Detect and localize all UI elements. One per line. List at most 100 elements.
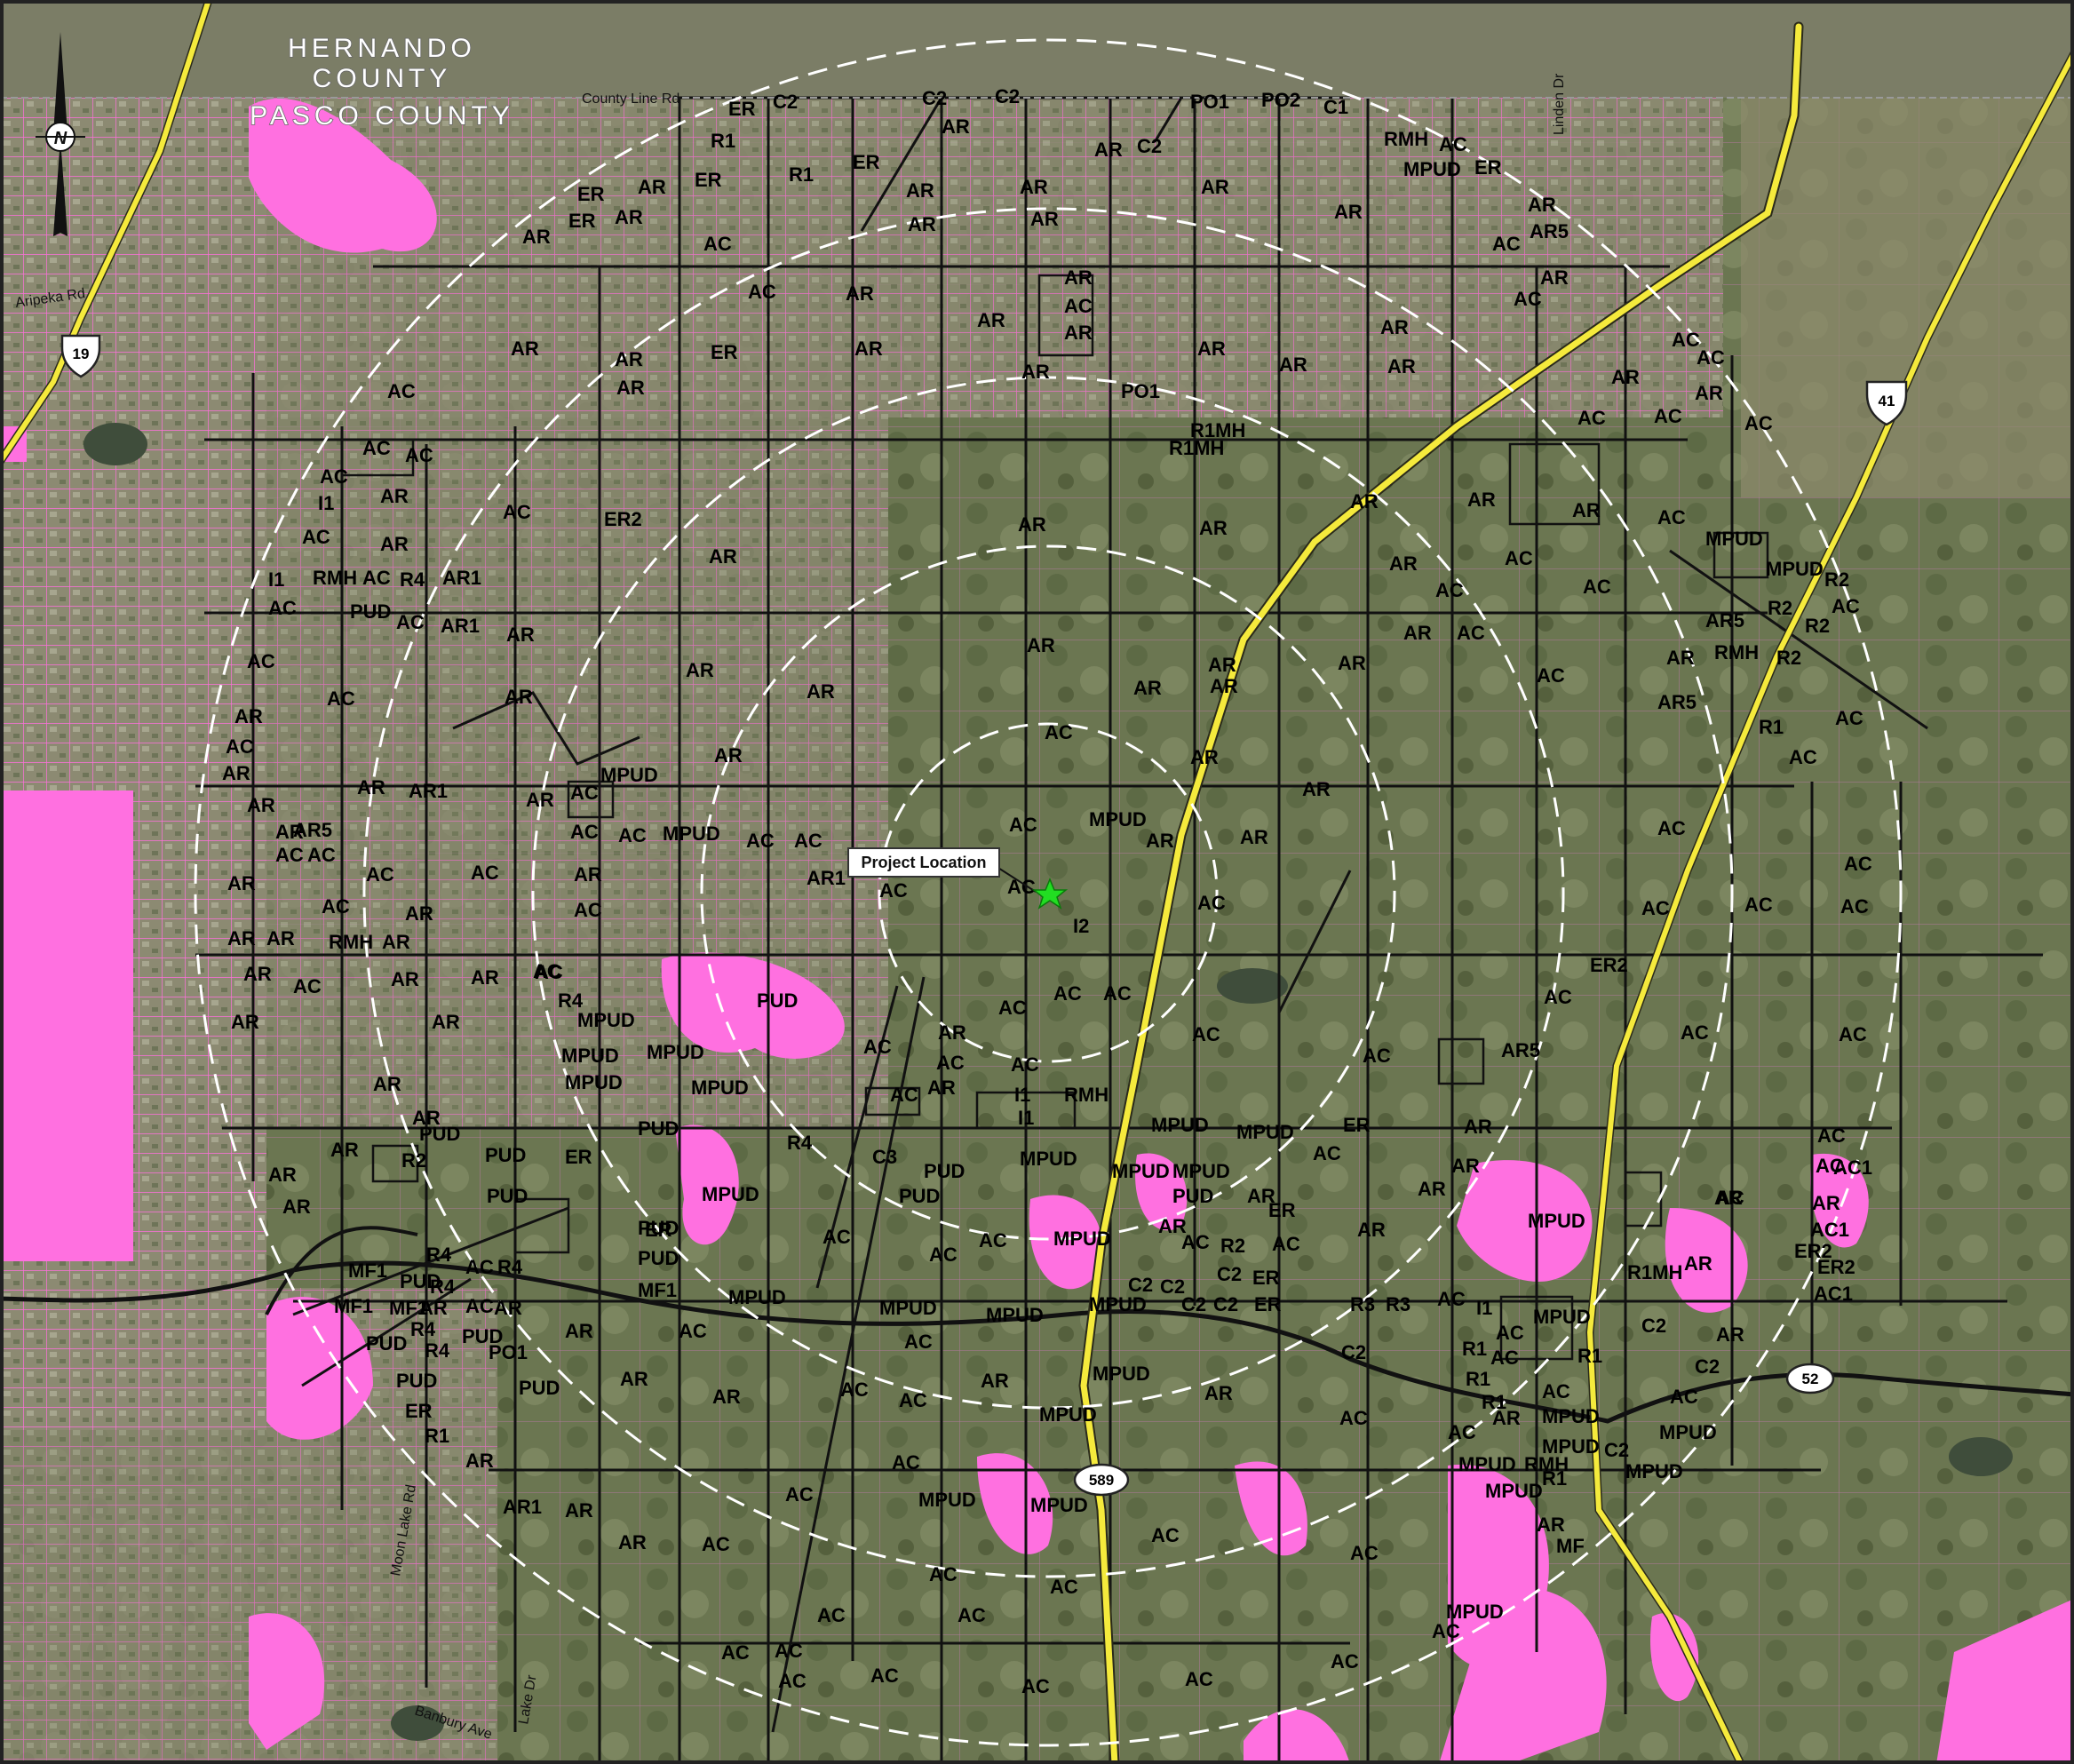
- zoning-label: AR: [1350, 490, 1379, 513]
- ring-1: [878, 722, 1219, 1063]
- zoning-label: AC: [1448, 1421, 1476, 1443]
- zoning-label: I2: [1073, 915, 1089, 937]
- zoning-label: AC: [1681, 1021, 1709, 1044]
- zoning-label: AR: [1094, 139, 1123, 161]
- zoning-label: C2: [1641, 1315, 1666, 1337]
- zoning-label: R4: [787, 1132, 813, 1154]
- zoning-label: AR5: [1501, 1039, 1540, 1061]
- zoning-label: AR: [330, 1139, 359, 1161]
- zoning-label: AR: [709, 545, 737, 568]
- zoning-label: AC: [275, 844, 304, 866]
- project-location-callout[interactable]: Project Location: [847, 847, 1069, 910]
- zoning-label: AR: [574, 863, 602, 886]
- zoning-label: AR: [234, 705, 263, 727]
- zoning-label: AC: [1670, 1386, 1698, 1408]
- zoning-label: AR: [1467, 489, 1496, 511]
- zoning-label: R1MH: [1627, 1261, 1682, 1283]
- zoning-label: AC: [775, 1640, 803, 1662]
- zoning-label: MF1: [334, 1295, 373, 1317]
- zoning-label: AR: [565, 1320, 593, 1342]
- zoning-label: AC1: [1810, 1219, 1849, 1241]
- zoning-label: AR: [1021, 361, 1050, 383]
- zoning-label: R4: [426, 1244, 452, 1266]
- zoning-label: AR: [382, 931, 410, 953]
- zoning-label: ER2: [1817, 1256, 1855, 1278]
- zoning-label: AC: [1050, 1576, 1078, 1598]
- zoning-label: AC: [1697, 346, 1725, 369]
- zoning-label: AR: [247, 794, 275, 816]
- zoning-label: PUD: [899, 1185, 940, 1207]
- zoning-label: MPUD: [1151, 1114, 1209, 1136]
- sr-52-shield-label: 52: [1802, 1371, 1819, 1387]
- zoning-label: AC: [471, 862, 499, 884]
- project-location-label: Project Location: [861, 854, 986, 871]
- zoning-label: AC: [817, 1604, 846, 1626]
- zoning-label: AR: [1812, 1192, 1840, 1214]
- zoning-label: R2: [1805, 615, 1830, 637]
- project-location-box: [847, 847, 1000, 878]
- zoning-label: C1: [1323, 96, 1348, 118]
- zoning-label: PUD: [924, 1160, 965, 1182]
- zoning-label: AR: [846, 282, 874, 305]
- zoning-label: AC: [1537, 664, 1565, 687]
- zoning-label: ER: [711, 341, 738, 363]
- ring-3: [531, 376, 1565, 1410]
- zoning-label: AR: [357, 776, 385, 799]
- us-41-shield-label: 41: [1879, 393, 1895, 409]
- zoning-label: AR: [243, 963, 272, 985]
- zoning-label: AR: [618, 1531, 647, 1553]
- zoning-label: AC: [1744, 412, 1773, 434]
- us-19-line: [0, 0, 211, 465]
- zoning-label: AR: [231, 1011, 259, 1033]
- zoning-label: AC: [1007, 876, 1036, 898]
- zoning-label: ER: [853, 151, 880, 173]
- zoning-label: AC: [1654, 405, 1682, 427]
- zoning-label: AC: [1313, 1142, 1341, 1164]
- zoning-label: AR: [1714, 1187, 1743, 1209]
- zoning-label: AC: [840, 1379, 869, 1401]
- zoning-label: AC: [1505, 547, 1533, 569]
- zoning-label: AR: [1279, 354, 1307, 376]
- zoning-label: MF1: [348, 1259, 387, 1282]
- zoning-label: MF1: [638, 1279, 677, 1301]
- zoning-label: AC: [320, 465, 348, 488]
- zoning-label: C2: [922, 87, 947, 109]
- road-label-linden: Linden Dr: [1552, 73, 1567, 135]
- zoning-label: AC: [465, 1256, 494, 1278]
- zoning-label: AR: [266, 927, 295, 950]
- zoning-label: I1: [318, 492, 334, 514]
- zoning-label: MPUD: [702, 1183, 759, 1205]
- state-shield-icon: [1785, 1363, 1835, 1395]
- zoning-label: PUD: [350, 600, 391, 623]
- zoning-label: AC: [1744, 894, 1773, 916]
- zoning-label: AC: [1064, 295, 1093, 317]
- zoning-label: MPUD: [1112, 1160, 1170, 1182]
- green-star-icon[interactable]: [1031, 878, 1069, 910]
- zoning-label: AR: [1204, 1382, 1233, 1404]
- zoning-label: MPUD: [1093, 1363, 1150, 1385]
- county-label-pasco: PASCO COUNTY: [250, 101, 514, 131]
- zoning-label: AR1: [442, 567, 481, 589]
- zoning-label: AC: [618, 824, 647, 846]
- zoning-label: AR: [1537, 1514, 1565, 1536]
- zoning-label: AC: [929, 1244, 958, 1266]
- zoning-label: AC: [785, 1483, 814, 1506]
- zoning-label: AC: [1331, 1650, 1359, 1673]
- zoning-label: AR: [1380, 316, 1409, 338]
- zoning-label: AR: [373, 1073, 401, 1095]
- north-urban-grid: [178, 98, 1723, 417]
- zoning-label: MPUD: [1236, 1121, 1294, 1143]
- zoning-label: AC: [778, 1670, 807, 1692]
- zoning-label: R3: [1386, 1293, 1410, 1315]
- zoning-label: AC: [1514, 288, 1542, 310]
- zoning-label: C2: [1137, 135, 1162, 157]
- zoning-label: AR: [1387, 355, 1416, 377]
- zoning-label: AR: [1030, 208, 1059, 230]
- zoning-label: AR: [505, 686, 533, 708]
- zoning-label: MPUD: [1625, 1460, 1683, 1482]
- zoning-label: MF: [1556, 1535, 1585, 1557]
- zoning-label: R1: [425, 1425, 449, 1447]
- roads: [0, 97, 2074, 1424]
